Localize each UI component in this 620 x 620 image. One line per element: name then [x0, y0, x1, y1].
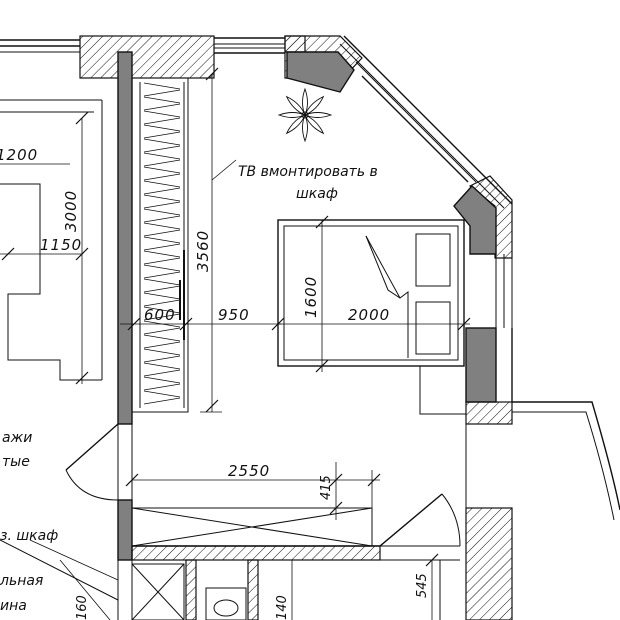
- hanger-line: [143, 341, 181, 349]
- hanger-line: [143, 243, 181, 251]
- hanger-line: [143, 82, 181, 90]
- hanger-line: [143, 397, 181, 405]
- dim-545: 545: [415, 573, 430, 598]
- hanger-line: [143, 271, 181, 279]
- left-note-line2: тые: [2, 454, 30, 470]
- tv-note-line2: шкаф: [296, 186, 338, 202]
- left-room-contour: [0, 99, 119, 601]
- light-petal: [303, 112, 333, 118]
- hanger-line: [143, 138, 181, 146]
- dim-1150: 1150: [40, 236, 82, 254]
- hanger-line: [143, 250, 181, 258]
- wardrobe-note: з. шкаф: [0, 528, 58, 544]
- hanger-line: [143, 236, 181, 244]
- light-petal: [285, 95, 306, 116]
- hanger-line: [143, 299, 181, 307]
- hanger-line: [143, 124, 181, 132]
- hanger-line: [143, 145, 181, 153]
- dimension-lines: [0, 67, 471, 620]
- dim-415: 415: [319, 475, 334, 500]
- dim-1200: 1200: [0, 146, 38, 164]
- light-petal: [304, 95, 325, 116]
- hanger-line: [143, 131, 181, 139]
- hanger-line: [143, 103, 181, 111]
- dim-160: 160: [75, 595, 90, 620]
- ceiling-light-icon: [277, 87, 333, 143]
- light-petal: [302, 87, 308, 117]
- hanger-line: [143, 355, 181, 363]
- hanger-line: [143, 285, 181, 293]
- top-wall: [0, 35, 306, 79]
- tv-note-line1: ТВ вмонтировать в: [238, 164, 378, 180]
- hanger-line: [143, 327, 181, 335]
- dim-2000: 2000: [348, 306, 390, 324]
- dim-3560: 3560: [194, 230, 212, 272]
- hanger-line: [143, 117, 181, 125]
- hanger-line: [143, 390, 181, 398]
- wardrobe: [131, 77, 189, 413]
- top-window: [214, 37, 285, 54]
- bottom-wall: [131, 507, 460, 561]
- dim-1600: 1600: [302, 276, 320, 318]
- bed: [277, 219, 465, 367]
- hanger-line: [143, 229, 181, 237]
- bath-note-line2: ина: [0, 598, 27, 614]
- hanger-line: [143, 292, 181, 300]
- dim-140: 140: [275, 595, 290, 620]
- door-left: [65, 423, 119, 501]
- right-wall: [465, 254, 513, 620]
- hanger-line: [143, 383, 181, 391]
- bath-note-line1: льная: [0, 573, 43, 589]
- hanger-line: [143, 362, 181, 370]
- balcony: [512, 401, 620, 521]
- hanger-line: [143, 348, 181, 356]
- hanger-line: [143, 208, 181, 216]
- nightstand: [419, 366, 466, 415]
- hanger-line: [143, 166, 181, 174]
- light-petal: [277, 112, 307, 118]
- partition-wall: [117, 51, 133, 561]
- hanger-line: [143, 264, 181, 272]
- hanger-line: [143, 173, 181, 181]
- left-note-line1: ажи: [2, 430, 32, 446]
- dim-2550: 2550: [228, 462, 270, 480]
- hanger-line: [143, 369, 181, 377]
- hanger-line: [143, 215, 181, 223]
- hanger-line: [143, 306, 181, 314]
- bathroom: [117, 559, 441, 620]
- hanger-line: [143, 194, 181, 202]
- door-bottom: [379, 493, 461, 547]
- hanger-line: [143, 222, 181, 230]
- corner-wall: [284, 35, 513, 259]
- light-petal: [302, 113, 308, 143]
- angled-window: [339, 35, 513, 209]
- dim-950: 950: [218, 306, 250, 324]
- light-petal: [285, 114, 306, 135]
- hanger-line: [143, 89, 181, 97]
- hanger-line: [143, 278, 181, 286]
- hanger-line: [143, 159, 181, 167]
- hanger-line: [143, 201, 181, 209]
- light-petal: [304, 114, 325, 135]
- hanger-line: [143, 257, 181, 265]
- hanger-line: [143, 152, 181, 160]
- hanger-line: [143, 96, 181, 104]
- hanger-line: [143, 313, 181, 321]
- hanger-line: [143, 180, 181, 188]
- hanger-line: [143, 110, 181, 118]
- dim-600: 600: [144, 306, 176, 324]
- hanger-line: [143, 187, 181, 195]
- hanger-line: [143, 334, 181, 342]
- dim-3000: 3000: [62, 190, 80, 232]
- hanger-line: [143, 376, 181, 384]
